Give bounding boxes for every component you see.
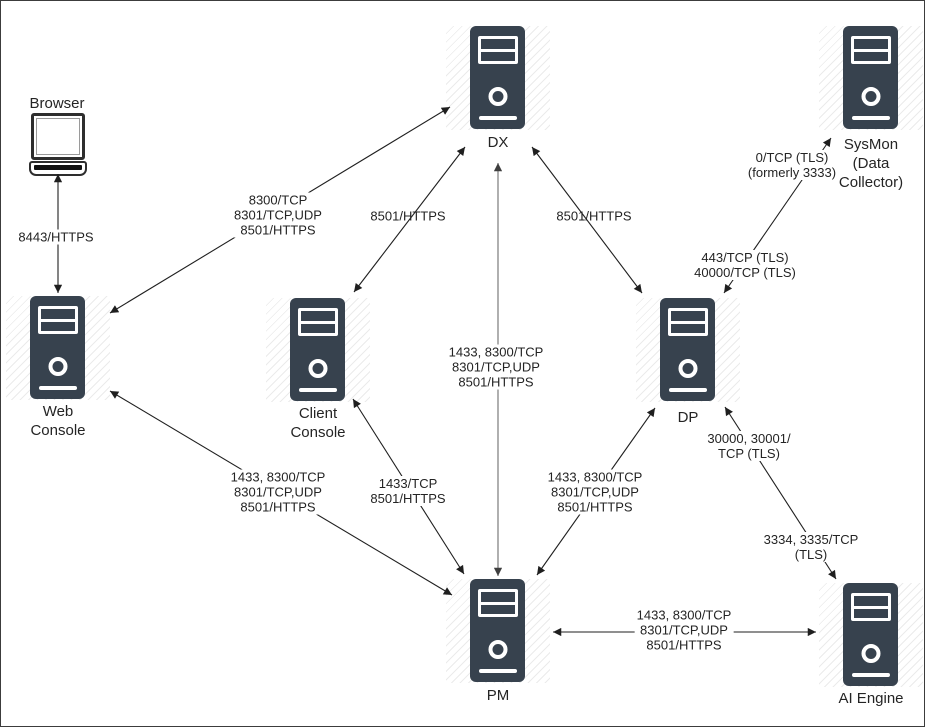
- node-client-console: [266, 298, 370, 402]
- server-icon-dx: [470, 26, 525, 129]
- edge-label-dp-sysmon-upper: 0/TCP (TLS) (formerly 3333): [745, 150, 839, 180]
- node-label-pm: PM: [486, 687, 510, 704]
- server-icon-ai-engine: [843, 583, 898, 686]
- connector-client-console-dx: [353, 146, 466, 293]
- server-power-button-icon: [861, 644, 880, 663]
- node-dx: [446, 26, 550, 130]
- node-label-ai-engine: AI Engine: [838, 690, 904, 707]
- server-slot-icon: [851, 673, 890, 677]
- node-label-web-console: Web Console: [30, 403, 86, 439]
- node-label-dp: DP: [677, 409, 699, 426]
- server-slot-icon: [668, 388, 707, 392]
- server-drive-bay-icon: [850, 593, 891, 621]
- edge-label-browser-web-console: 8443/HTTPS: [16, 229, 96, 245]
- server-power-button-icon: [678, 359, 697, 378]
- server-power-button-icon: [488, 87, 507, 106]
- node-label-client-console: Client Console: [290, 405, 346, 441]
- server-power-button-icon: [308, 359, 327, 378]
- server-drive-bay-icon: [477, 36, 518, 64]
- server-slot-icon: [478, 669, 517, 673]
- connector-dp-dx: [531, 146, 643, 294]
- server-icon-web-console: [30, 296, 85, 399]
- server-slot-icon: [851, 116, 890, 120]
- server-slot-icon: [478, 116, 517, 120]
- server-icon-pm: [470, 579, 525, 682]
- server-drive-bay-icon: [667, 308, 708, 336]
- server-power-button-icon: [48, 357, 67, 376]
- server-power-button-icon: [861, 87, 880, 106]
- edge-label-web-console-pm: 1433, 8300/TCP 8301/TCP,UDP 8501/HTTPS: [228, 469, 328, 515]
- edge-label-dp-ai-engine-upper: 30000, 30001/ TCP (TLS): [705, 431, 793, 461]
- node-pm: [446, 579, 550, 683]
- edge-label-dx-pm: 1433, 8300/TCP 8301/TCP,UDP 8501/HTTPS: [446, 344, 546, 390]
- laptop-icon: [31, 113, 85, 160]
- edge-label-pm-ai-engine: 1433, 8300/TCP 8301/TCP,UDP 8501/HTTPS: [634, 607, 734, 653]
- node-label-sysmon: SysMon (Data Collector): [838, 136, 904, 191]
- server-icon-sysmon: [843, 26, 898, 129]
- node-ai-engine: [819, 583, 923, 687]
- server-drive-bay-icon: [850, 36, 891, 64]
- edge-label-dp-dx: 8501/HTTPS: [556, 208, 632, 224]
- node-label-browser: Browser: [29, 95, 85, 112]
- edge-label-dp-ai-engine-lower: 3334, 3335/TCP (TLS): [761, 532, 861, 562]
- server-icon-dp: [660, 298, 715, 401]
- edge-label-dp-sysmon-lower: 443/TCP (TLS) 40000/TCP (TLS): [692, 250, 798, 280]
- node-dp: [636, 298, 740, 402]
- node-web-console: [6, 296, 110, 400]
- server-drive-bay-icon: [37, 306, 78, 334]
- node-label-dx: DX: [487, 134, 509, 151]
- server-icon-client-console: [290, 298, 345, 401]
- edge-label-client-console-pm: 1433/TCP 8501/HTTPS: [368, 476, 448, 506]
- edge-label-dp-pm: 1433, 8300/TCP 8301/TCP,UDP 8501/HTTPS: [545, 469, 645, 515]
- edge-label-client-console-dx: 8501/HTTPS: [370, 208, 446, 224]
- server-drive-bay-icon: [477, 589, 518, 617]
- server-power-button-icon: [488, 640, 507, 659]
- node-browser: [29, 113, 87, 176]
- server-slot-icon: [298, 388, 337, 392]
- edge-label-web-console-dx: 8300/TCP 8301/TCP,UDP 8501/HTTPS: [232, 192, 324, 238]
- node-sysmon: [819, 26, 923, 130]
- server-slot-icon: [38, 386, 77, 390]
